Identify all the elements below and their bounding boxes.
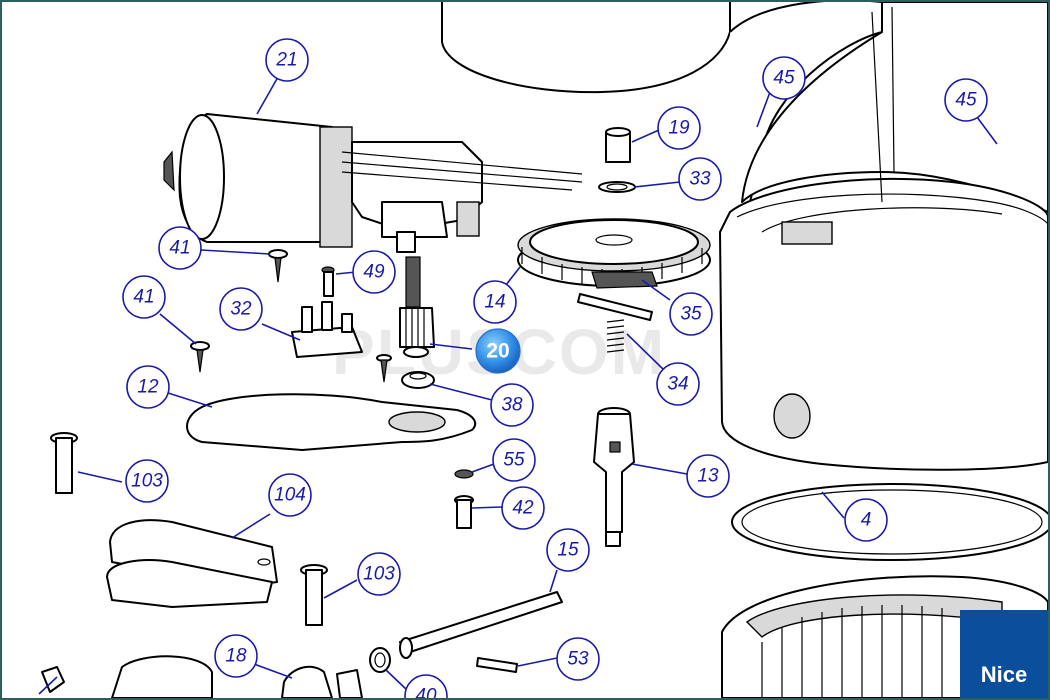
screw-41b-part — [190, 341, 210, 373]
svg-text:15: 15 — [557, 540, 579, 561]
arm-bottom-left-part — [41, 655, 363, 698]
nice-logo: Nice — [960, 610, 1048, 698]
svg-text:13: 13 — [697, 466, 719, 487]
callout-14[interactable]: 14 — [473, 280, 517, 324]
svg-text:32: 32 — [230, 299, 252, 320]
screw-41a-part — [268, 249, 288, 283]
svg-text:55: 55 — [503, 450, 525, 471]
callout-18[interactable]: 18 — [214, 634, 258, 678]
pinion-part — [399, 256, 435, 358]
leader-lines — [38, 76, 998, 695]
bushing-19-part — [605, 127, 631, 163]
callout-104[interactable]: 104 — [268, 473, 312, 517]
housing-part — [441, 2, 1048, 471]
callout-35[interactable]: 35 — [669, 292, 713, 336]
washer-55-part — [454, 469, 474, 479]
screw-near-38-part — [376, 354, 392, 383]
callout-41-bottom[interactable]: 41 — [122, 275, 166, 319]
svg-text:4: 4 — [861, 510, 872, 531]
svg-text:21: 21 — [275, 50, 297, 71]
callout-13[interactable]: 13 — [686, 454, 730, 498]
spacer-38-part — [401, 371, 435, 389]
callout-45-left[interactable]: 45 — [762, 56, 806, 100]
svg-text:103: 103 — [131, 471, 163, 492]
svg-text:53: 53 — [567, 649, 589, 670]
svg-text:34: 34 — [667, 374, 688, 395]
svg-text:35: 35 — [680, 304, 702, 325]
shaft-13-part — [593, 407, 635, 547]
pin-103b-part — [300, 564, 328, 626]
callout-15[interactable]: 15 — [546, 528, 590, 572]
callout-20-selected[interactable]: 20 — [475, 328, 521, 374]
callout-45-right[interactable]: 45 — [944, 78, 988, 122]
main-gear-part — [517, 218, 711, 289]
callout-103-left[interactable]: 103 — [125, 459, 169, 503]
callout-103-right[interactable]: 103 — [357, 552, 401, 596]
svg-text:33: 33 — [689, 169, 711, 190]
callout-4[interactable]: 4 — [844, 498, 888, 542]
callout-40[interactable]: 40 — [404, 674, 448, 699]
callout-12[interactable]: 12 — [126, 365, 170, 409]
svg-text:18: 18 — [225, 646, 247, 667]
svg-text:41: 41 — [133, 287, 154, 308]
callout-38[interactable]: 38 — [490, 383, 534, 427]
callout-53[interactable]: 53 — [556, 637, 600, 681]
svg-text:49: 49 — [363, 262, 385, 283]
callout-32[interactable]: 32 — [219, 287, 263, 331]
svg-text:40: 40 — [415, 686, 437, 699]
callout-41-top[interactable]: 41 — [158, 226, 202, 270]
callout-19[interactable]: 19 — [657, 106, 701, 150]
callout-34[interactable]: 34 — [656, 362, 700, 406]
block-32-part — [291, 301, 363, 358]
svg-text:19: 19 — [668, 118, 690, 139]
pin-103a-part — [50, 432, 78, 494]
svg-text:12: 12 — [137, 377, 159, 398]
cover-plate-12-part — [186, 393, 477, 451]
callout-42[interactable]: 42 — [501, 486, 545, 530]
seal-ring-part — [731, 483, 1048, 561]
svg-text:103: 103 — [363, 564, 395, 585]
washer-33-part — [598, 181, 636, 193]
svg-text:41: 41 — [169, 238, 190, 259]
pin-53-part — [476, 657, 518, 673]
svg-text:20: 20 — [486, 340, 509, 363]
bracket-104-part — [106, 519, 278, 608]
screw-49-part — [321, 266, 335, 297]
svg-text:42: 42 — [512, 498, 534, 519]
callout-33[interactable]: 33 — [678, 157, 722, 201]
ring-40-part — [369, 647, 391, 673]
svg-text:38: 38 — [501, 395, 523, 416]
bolt-42-part — [454, 495, 474, 529]
callout-21[interactable]: 21 — [265, 38, 309, 82]
svg-text:14: 14 — [484, 292, 505, 313]
pin-35-part — [577, 293, 653, 321]
callout-49[interactable]: 49 — [352, 250, 396, 294]
svg-text:45: 45 — [773, 68, 795, 89]
axle-15-part — [399, 591, 563, 659]
motor-part — [163, 113, 583, 253]
callout-55[interactable]: 55 — [492, 438, 536, 482]
svg-text:45: 45 — [955, 90, 977, 111]
spring-34-part — [606, 319, 625, 353]
svg-text:104: 104 — [274, 485, 306, 506]
